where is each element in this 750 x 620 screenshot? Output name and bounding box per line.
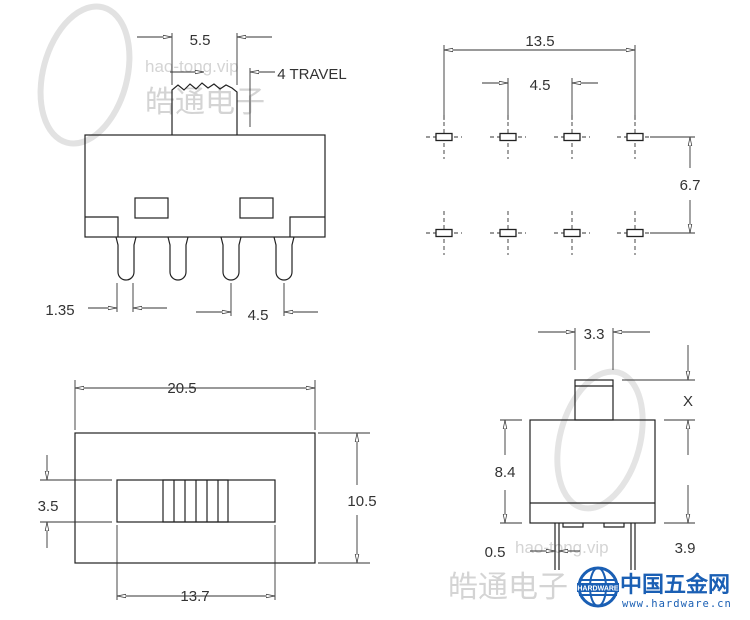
body-slot <box>134 197 169 219</box>
end-view: 3.3 X 8.4 0.5 3.9 <box>485 326 696 570</box>
watermark: hao-tong.vip 皓通电子 hao-tong.vip 皓通电子 <box>37 3 646 604</box>
logo-name: 中国五金网 <box>620 572 730 598</box>
pin <box>167 236 189 281</box>
end-actuator <box>574 379 614 421</box>
dim-pin-length: 3.9 <box>675 540 696 557</box>
watermark-mark <box>37 3 133 147</box>
actuator <box>171 82 238 135</box>
dim-slot-length: 13.7 <box>180 588 209 605</box>
top-body <box>74 432 316 564</box>
dimension-lines <box>88 33 318 316</box>
dimension-lines <box>500 328 695 551</box>
pcb-pad <box>499 132 517 142</box>
dim-slot-height: 3.5 <box>38 498 59 515</box>
dim-pin-width: 1.35 <box>45 302 74 319</box>
switch-body <box>84 134 326 238</box>
dim-pin-pitch: 4.5 <box>248 307 269 324</box>
slider-knob <box>162 479 229 523</box>
watermark-site: hao-tong.vip <box>145 57 239 76</box>
dim-actuator-height: X <box>683 393 693 410</box>
pcb-pads <box>426 115 653 255</box>
pcb-pad <box>563 228 581 238</box>
logo-url: www.hardware.cn <box>622 598 732 610</box>
dimension-lines <box>40 380 370 600</box>
top-view: 20.5 10.5 3.5 13.7 <box>38 380 377 605</box>
dim-pin-thickness: 0.5 <box>485 544 506 561</box>
dim-overall: 13.5 <box>525 33 554 50</box>
dim-width: 10.5 <box>347 493 376 510</box>
globe-icon <box>577 566 619 608</box>
dim-body-height: 8.4 <box>495 464 516 481</box>
dimension-lines <box>443 45 695 234</box>
pin <box>220 236 242 281</box>
watermark-company: 皓通电子 <box>145 86 265 119</box>
body-slot <box>239 197 274 219</box>
watermark-company-2: 皓通电子 <box>448 571 568 604</box>
logo-badge: HARDWARE <box>577 586 619 593</box>
hardware-logo: HARDWARE 中国五金网 www.hardware.cn <box>577 566 732 610</box>
dim-row-spacing: 6.7 <box>680 177 701 194</box>
pcb-pad <box>563 132 581 142</box>
watermark-site-2: hao-tong.vip <box>515 538 609 557</box>
pcb-layout: 13.5 4.5 6.7 <box>426 33 700 255</box>
dim-length: 20.5 <box>167 380 196 397</box>
side-view: 5.5 4 TRAVEL 1.35 4.5 <box>45 32 346 324</box>
watermark-mark-2 <box>554 368 646 512</box>
dim-travel: 4 TRAVEL <box>277 66 346 83</box>
pin <box>273 236 295 281</box>
pins <box>115 236 295 281</box>
pcb-pad <box>435 228 453 238</box>
pcb-pad <box>499 228 517 238</box>
pcb-pad <box>626 228 644 238</box>
dim-pitch: 4.5 <box>530 77 551 94</box>
end-pins <box>554 523 636 570</box>
pcb-pad <box>435 132 453 142</box>
pcb-pad <box>626 132 644 142</box>
dim-actuator-width: 5.5 <box>190 32 211 49</box>
dim-end-actuator-width: 3.3 <box>584 326 605 343</box>
body-flange <box>85 216 325 237</box>
pin <box>115 236 137 281</box>
